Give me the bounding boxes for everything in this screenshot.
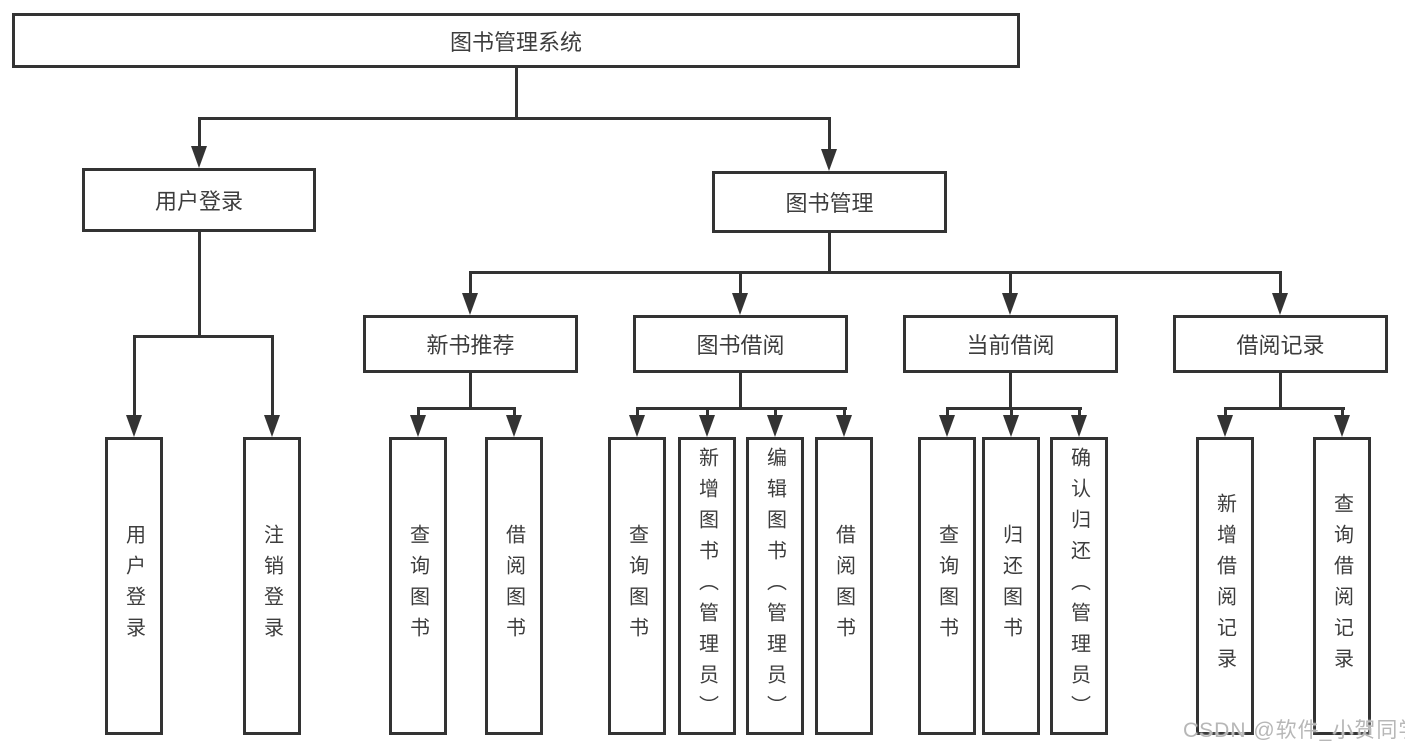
node-label: 当前借阅: [966, 333, 1055, 358]
connector-line: [198, 117, 201, 146]
connector-line: [636, 407, 639, 417]
leaf-edit-books-admin: 编辑图书（管理员）: [746, 437, 804, 735]
arrowhead-down-icon: [1003, 415, 1019, 437]
connector-line: [198, 232, 201, 338]
node-label: 用户登录: [122, 524, 145, 648]
node-label: 新增图书（管理员）: [695, 446, 718, 726]
node-user-login: 用户登录: [82, 168, 316, 232]
leaf-add-borrow-record: 新增借阅记录: [1196, 437, 1254, 735]
node-root-library-system: 图书管理系统: [12, 13, 1020, 68]
node-label: 借阅图书: [502, 524, 525, 648]
arrowhead-down-icon: [1334, 415, 1350, 437]
connector-line: [417, 407, 516, 410]
connector-line: [828, 117, 831, 149]
csdn-watermark: CSDN @软件_小贺同学: [1183, 719, 1405, 742]
connector-line: [1224, 407, 1227, 417]
node-label: 归还图书: [999, 524, 1022, 648]
arrowhead-down-icon: [821, 149, 837, 171]
arrowhead-down-icon: [699, 415, 715, 437]
arrowhead-down-icon: [1002, 293, 1018, 315]
leaf-confirm-return-admin: 确认归还（管理员）: [1050, 437, 1108, 735]
leaf-borrow-books-newbook: 借阅图书: [485, 437, 543, 735]
arrowhead-down-icon: [732, 293, 748, 315]
node-label: 用户登录: [154, 189, 243, 214]
node-label: 新书推荐: [426, 333, 515, 358]
arrowhead-down-icon: [126, 415, 142, 437]
connector-line: [469, 373, 472, 410]
arrowhead-down-icon: [1071, 415, 1087, 437]
leaf-query-books-borrow: 查询图书: [608, 437, 666, 735]
node-current-borrow: 当前借阅: [903, 315, 1118, 373]
connector-line: [198, 117, 831, 120]
arrowhead-down-icon: [939, 415, 955, 437]
connector-line: [515, 68, 518, 119]
connector-line: [828, 233, 831, 274]
arrowhead-down-icon: [767, 415, 783, 437]
node-label: 新增借阅记录: [1213, 493, 1236, 679]
arrowhead-down-icon: [264, 415, 280, 437]
node-label: 注销登录: [260, 524, 283, 648]
connector-line: [946, 407, 949, 417]
node-label: 图书管理系统: [449, 29, 582, 55]
leaf-query-books-current: 查询图书: [918, 437, 976, 735]
node-label: 确认归还（管理员）: [1067, 446, 1090, 726]
leaf-logout: 注销登录: [243, 437, 301, 735]
leaf-query-books-newbook: 查询图书: [389, 437, 447, 735]
leaf-return-books: 归还图书: [982, 437, 1040, 735]
connector-line: [739, 373, 742, 410]
connector-line: [1009, 373, 1012, 410]
node-label: 图书借阅: [696, 333, 785, 358]
connector-line: [1279, 271, 1282, 293]
connector-line: [469, 271, 472, 293]
node-borrow-record: 借阅记录: [1173, 315, 1388, 373]
arrowhead-down-icon: [410, 415, 426, 437]
connector-line: [843, 407, 846, 417]
arrowhead-down-icon: [1217, 415, 1233, 437]
node-book-management: 图书管理: [712, 171, 947, 233]
node-label: 图书管理: [785, 191, 874, 216]
leaf-add-books-admin: 新增图书（管理员）: [678, 437, 736, 735]
arrowhead-down-icon: [462, 293, 478, 315]
node-label: 编辑图书（管理员）: [763, 446, 786, 726]
connector-line: [774, 407, 777, 417]
leaf-borrow-books: 借阅图书: [815, 437, 873, 735]
node-label: 查询图书: [935, 524, 958, 648]
connector-line: [133, 335, 136, 415]
arrowhead-down-icon: [836, 415, 852, 437]
connector-line: [133, 335, 274, 338]
connector-line: [469, 271, 1282, 274]
arrowhead-down-icon: [1272, 293, 1288, 315]
connector-line: [1341, 407, 1344, 417]
connector-line: [1009, 271, 1012, 293]
connector-line: [706, 407, 709, 417]
connector-line: [739, 271, 742, 293]
connector-line: [1010, 407, 1013, 417]
connector-line: [271, 335, 274, 415]
arrowhead-down-icon: [191, 146, 207, 168]
node-new-book-recommend: 新书推荐: [363, 315, 578, 373]
connector-line: [1224, 407, 1345, 410]
arrowhead-down-icon: [506, 415, 522, 437]
node-book-borrow: 图书借阅: [633, 315, 848, 373]
node-label: 借阅图书: [832, 524, 855, 648]
leaf-query-borrow-record: 查询借阅记录: [1313, 437, 1371, 735]
arrowhead-down-icon: [629, 415, 645, 437]
node-label: 查询图书: [406, 524, 429, 648]
leaf-user-login: 用户登录: [105, 437, 163, 735]
connector-line: [1279, 373, 1282, 410]
connector-line: [513, 407, 516, 417]
node-label: 查询借阅记录: [1330, 493, 1353, 679]
connector-line: [636, 407, 847, 410]
connector-line: [1078, 407, 1081, 417]
connector-line: [946, 407, 1082, 410]
node-label: 查询图书: [625, 524, 648, 648]
connector-line: [417, 407, 420, 417]
node-label: 借阅记录: [1236, 333, 1325, 358]
